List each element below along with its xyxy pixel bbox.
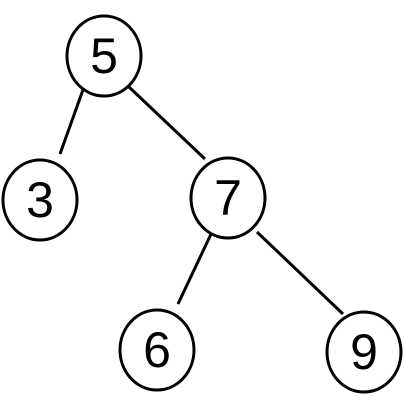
edge-7-9 [255,230,345,316]
node-9-circle [325,310,403,394]
node-7: 7 [189,156,267,240]
node-6-circle [118,308,196,392]
node-7-label: 7 [214,170,242,226]
edge-5-3 [58,86,86,155]
node-3-circle [1,158,79,242]
edge-5-7 [127,85,207,161]
node-3: 3 [1,158,79,242]
node-5-label: 5 [90,28,118,84]
edge-7-6 [176,231,214,305]
node-6-label: 6 [143,322,171,378]
node-3-label: 3 [26,172,54,228]
node-6: 6 [118,308,196,392]
node-9-label: 9 [350,324,378,380]
node-5: 5 [65,14,143,98]
node-5-circle [65,14,143,98]
node-7-circle [189,156,267,240]
node-9: 9 [325,310,403,394]
